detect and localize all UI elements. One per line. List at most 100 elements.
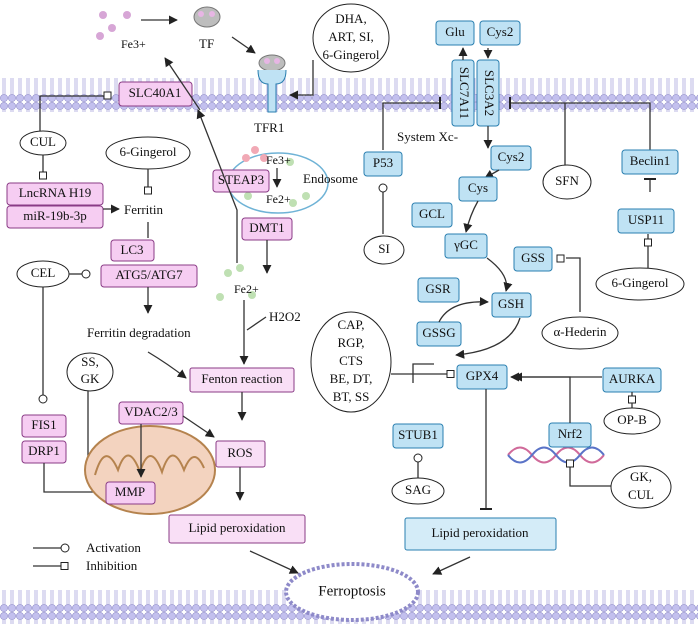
cys2-top-label: Cys2 xyxy=(487,24,514,39)
gcl-box xyxy=(411,202,453,228)
tf-icon xyxy=(193,6,221,28)
slc40a1-box xyxy=(118,81,193,107)
stub1-box xyxy=(392,423,444,449)
atg5-atg7-box xyxy=(100,264,198,288)
legend-inhibition-label: Inhibition xyxy=(86,558,138,573)
system-xc-label: System Xc- xyxy=(397,129,458,144)
lc3-box xyxy=(110,239,155,262)
steap3-label: STEAP3 xyxy=(218,172,264,187)
cap-line-1: CAP, xyxy=(337,317,364,332)
slc3a2-label: SLC3A2 xyxy=(482,70,497,116)
beclin1-label: Beclin1 xyxy=(630,153,670,168)
dmt1-label: DMT1 xyxy=(249,220,284,235)
gcl-label: GCL xyxy=(419,206,445,221)
fe2-endo-label: Fe2+ xyxy=(266,192,291,206)
fe3-dots xyxy=(96,11,131,40)
gss-box xyxy=(513,246,553,272)
vdac2-3-label: VDAC2/3 xyxy=(124,404,177,419)
cap-line-4: BE, DT, xyxy=(330,371,373,386)
gingerol-oval-right xyxy=(595,267,685,301)
dna-helix-icon xyxy=(507,446,605,464)
cap-line-3: CTS xyxy=(339,353,363,368)
gk-cul-line-2: CUL xyxy=(628,487,654,502)
mmp-box xyxy=(105,481,156,505)
fis1-label: FIS1 xyxy=(31,417,56,432)
dha-line-2: ART, SI, xyxy=(328,29,374,44)
ferroptosis-vesicle xyxy=(284,562,420,622)
tfr1-receptor-icon xyxy=(257,54,287,113)
usp11-box xyxy=(617,208,675,234)
lncrna-h19-label: LncRNA H19 xyxy=(19,185,92,200)
tf-label: TF xyxy=(199,36,214,51)
h2o2-label: H2O2 xyxy=(269,309,301,324)
gamma-gc-label: γGC xyxy=(453,237,478,252)
gsr-box xyxy=(417,277,460,303)
glu-label: Glu xyxy=(445,24,465,39)
cel-label: CEL xyxy=(31,265,56,280)
endosome-label: Endosome xyxy=(303,171,358,186)
si-label: SI xyxy=(378,241,390,256)
gk-cul-line-1: GK, xyxy=(630,469,652,484)
lncrna-h19-box xyxy=(6,182,104,206)
cap-line-5: BT, SS xyxy=(333,389,370,404)
mir-19b-3p-box xyxy=(6,205,104,229)
sag-label: SAG xyxy=(405,482,431,497)
glu-box xyxy=(435,20,475,46)
gsh-label: GSH xyxy=(498,296,524,311)
legend: Activation Inhibition xyxy=(33,540,141,573)
drp1-label: DRP1 xyxy=(28,443,60,458)
si-oval xyxy=(363,235,405,265)
sfn-label: SFN xyxy=(555,173,579,188)
lipid-peroxidation-left-box xyxy=(168,514,306,544)
lc3-label: LC3 xyxy=(120,242,143,257)
ss-gk-oval xyxy=(66,352,114,392)
gsr-label: GSR xyxy=(425,281,451,296)
cap-line-2: RGP, xyxy=(337,335,364,350)
cys-label: Cys xyxy=(468,180,488,195)
alpha-hederin-oval xyxy=(541,316,619,350)
ferroptosis-label: Ferroptosis xyxy=(318,583,386,599)
tfr1-label: TFR1 xyxy=(254,120,284,135)
op-b-label: OP-B xyxy=(617,412,647,427)
fe2-free-label: Fe2+ xyxy=(234,282,259,296)
alpha-hederin-label: α-Hederin xyxy=(553,324,607,339)
lipid-peroxidation-left-label: Lipid peroxidation xyxy=(188,520,286,535)
gk-cul-oval xyxy=(610,465,672,509)
vdac2-3-box xyxy=(118,401,184,425)
mmp-label: MMP xyxy=(115,484,145,499)
cys2-top-box xyxy=(479,20,521,46)
gamma-gc-box xyxy=(444,233,488,259)
ferritin-degradation-label: Ferritin degradation xyxy=(87,325,191,340)
op-b-oval xyxy=(603,407,661,435)
gingerol-right-label: 6-Gingerol xyxy=(611,275,668,290)
top-cell-membrane xyxy=(0,78,698,112)
slc7a11-label: SLC7A11 xyxy=(457,67,472,119)
cys2-mid-box xyxy=(490,145,532,171)
cul-label: CUL xyxy=(30,134,56,149)
fe3-endo-label: Fe3+ xyxy=(266,153,291,167)
p53-label: P53 xyxy=(373,155,393,170)
cap-rgp-group-oval xyxy=(310,311,392,413)
stub1-label: STUB1 xyxy=(398,427,438,442)
ferritin-label: Ferritin xyxy=(124,202,163,217)
aurka-label: AURKA xyxy=(609,371,656,386)
fenton-reaction-label: Fenton reaction xyxy=(201,371,283,386)
endosome-fe-dots xyxy=(242,146,310,207)
dha-art-si-gingerol-oval xyxy=(312,3,390,73)
ros-label: ROS xyxy=(227,445,252,460)
gpx4-label: GPX4 xyxy=(466,368,499,383)
lipid-peroxidation-right-label: Lipid peroxidation xyxy=(431,525,529,540)
legend-activation-label: Activation xyxy=(86,540,141,555)
gsh-box xyxy=(491,292,532,318)
usp11-label: USP11 xyxy=(628,212,664,227)
dha-line-1: DHA, xyxy=(335,11,366,26)
gssg-label: GSSG xyxy=(422,325,455,340)
beclin1-box xyxy=(621,149,679,175)
fis1-box xyxy=(21,414,67,438)
ss-gk-line-2: GK xyxy=(81,371,100,386)
ss-gk-line-1: SS, xyxy=(81,354,99,369)
lipid-peroxidation-right-box xyxy=(404,517,557,551)
mir-19b-3p-label: miR-19b-3p xyxy=(23,208,87,223)
steap3-box xyxy=(212,169,270,193)
